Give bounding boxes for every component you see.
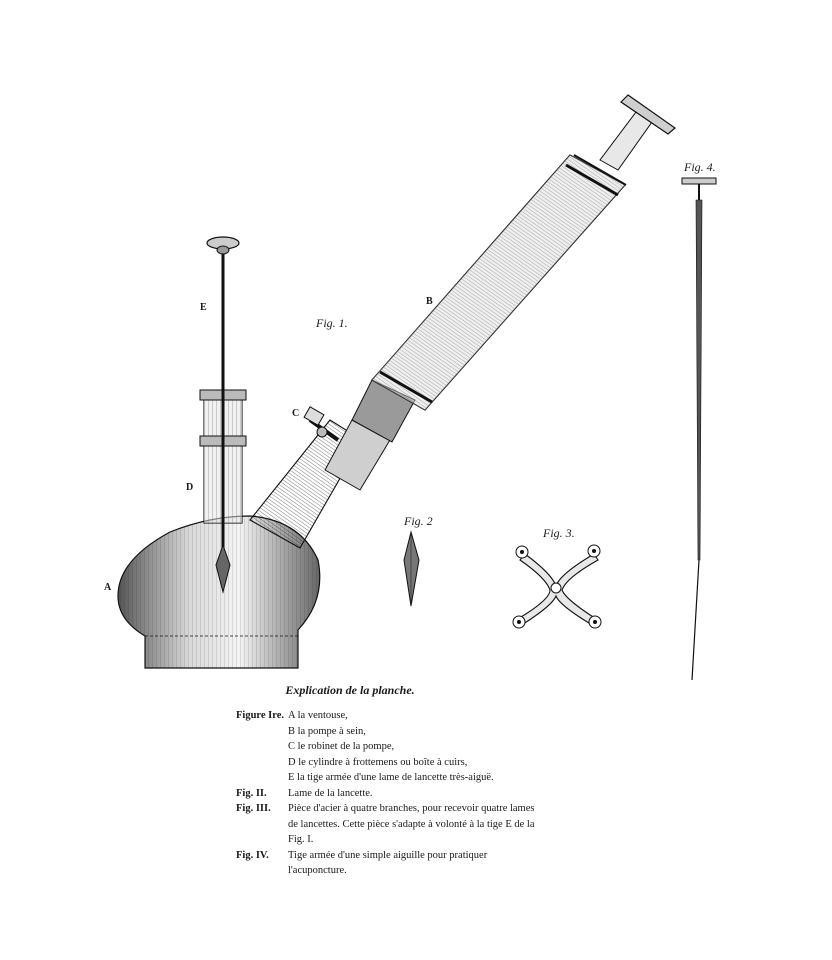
fig4-label: Fig. 4. — [684, 160, 716, 174]
fig1-label: Fig. 1. — [316, 316, 348, 330]
part-label-e: E — [200, 302, 207, 313]
legend-line: E la tige armée d'une lame de lancette t… — [288, 772, 494, 783]
legend-entry-fig4: Fig. IV. Tige armée d'une simple aiguill… — [236, 848, 536, 879]
legend-line: Lame de la lancette. — [288, 787, 373, 799]
caption-title: Explication de la planche. — [285, 683, 415, 697]
legend-entry-fig3: Fig. III. Pièce d'acier à quatre branche… — [236, 801, 536, 848]
legend-entry-fig1: Figure Ire. A la ventouse, B la pompe à … — [236, 708, 536, 786]
fig3-label: Fig. 3. — [543, 526, 575, 540]
legend-key: Fig. IV. — [236, 849, 269, 861]
fig2-label: Fig. 2 — [404, 514, 433, 528]
legend-line: A la ventouse, — [288, 710, 348, 721]
legend: Figure Ire. A la ventouse, B la pompe à … — [236, 708, 536, 879]
fig3-four-branch-piece — [512, 544, 602, 629]
legend-line: C le robinet de la pompe, — [288, 741, 395, 752]
part-label-b: B — [426, 296, 433, 307]
fig1-cylinder-and-rod — [199, 236, 247, 594]
legend-line: B la pompe à sein, — [288, 725, 366, 737]
legend-entry-fig2: Fig. II. Lame de la lancette. — [236, 786, 536, 802]
fig4-needle-rod — [681, 177, 717, 680]
legend-line: D le cylindre à frottemens ou boîte à cu… — [288, 756, 468, 768]
fig1-pump-tube — [249, 94, 676, 549]
part-label-a: A — [104, 582, 112, 593]
fig2-lancet-blade — [403, 530, 420, 607]
engraving-plate — [117, 94, 717, 680]
legend-key: Fig. III. — [236, 803, 271, 814]
legend-key: Fig. II. — [236, 787, 267, 799]
fig1-ventouse — [117, 515, 321, 669]
part-label-d: D — [186, 482, 194, 493]
legend-key: Figure Ire. — [236, 710, 285, 721]
legend-line: Tige armée d'une simple aiguille pour pr… — [288, 849, 488, 877]
part-label-c: C — [292, 408, 300, 419]
legend-line: Pièce d'acier à quatre branches, pour re… — [288, 803, 535, 845]
fig1-stopcock — [303, 406, 340, 442]
